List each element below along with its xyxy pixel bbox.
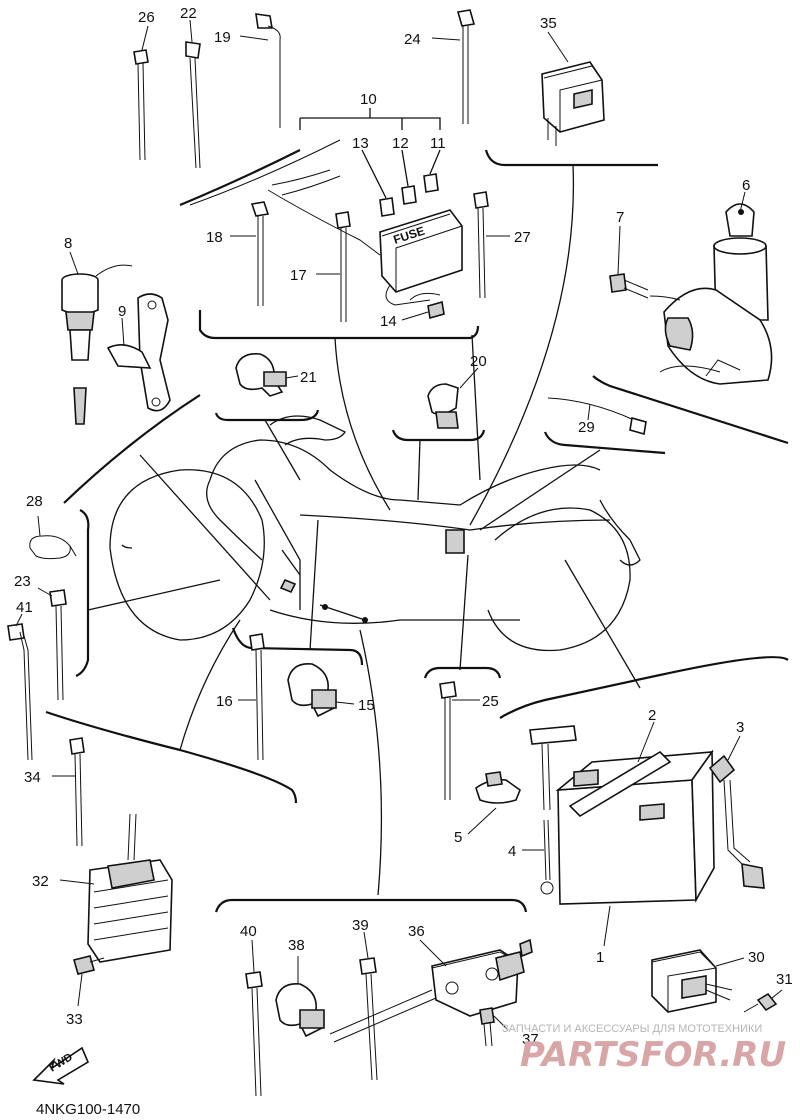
clip-28[interactable]: [29, 535, 77, 560]
callout-1: 1: [596, 949, 604, 966]
callout-3: 3: [736, 719, 744, 736]
diagram-code: 4NKG100-1470: [36, 1101, 140, 1118]
callout-31: 31: [776, 971, 793, 988]
callout-32: 32: [32, 873, 49, 890]
callout-24: 24: [404, 31, 421, 48]
battery-band-2[interactable]: [568, 750, 672, 818]
callout-10: 10: [360, 91, 377, 108]
callout-5: 5: [454, 829, 462, 846]
callout-39: 39: [352, 917, 369, 934]
callout-27: 27: [514, 229, 531, 246]
cable-tie-19[interactable]: [255, 13, 281, 128]
clamp-38[interactable]: [275, 983, 325, 1038]
band-29[interactable]: [547, 397, 647, 436]
callout-29: 29: [578, 419, 595, 436]
callout-28: 28: [26, 493, 43, 510]
callout-4: 4: [508, 843, 516, 860]
cable-tie-17[interactable]: [335, 211, 351, 322]
callout-8: 8: [64, 235, 72, 252]
bracket-9[interactable]: [106, 293, 171, 412]
callout-9: 9: [118, 303, 126, 320]
bolt-7[interactable]: [609, 273, 649, 299]
callout-33: 33: [66, 1011, 83, 1028]
callout-13: 13: [352, 135, 369, 152]
callout-18: 18: [206, 229, 223, 246]
watermark-tagline: ЗАПЧАСТИ И АКСЕССУАРЫ ДЛЯ МОТОТЕХНИКИ: [502, 1023, 762, 1035]
cable-tie-39[interactable]: [359, 957, 378, 1081]
cable-tie-34[interactable]: [69, 737, 85, 847]
callout-17: 17: [290, 267, 307, 284]
callout-19: 19: [214, 29, 231, 46]
fuse-box-assembly[interactable]: FUSE: [189, 108, 463, 320]
bolt-37[interactable]: [479, 1007, 495, 1047]
callout-21: 21: [300, 369, 317, 386]
region-borders: [45, 149, 789, 913]
callout-2: 2: [648, 707, 656, 724]
watermark-logo: PARTSFOR.RU: [520, 1035, 786, 1075]
cable-tie-16[interactable]: [249, 633, 265, 761]
callout-35: 35: [540, 15, 557, 32]
clamp-21[interactable]: [235, 352, 287, 397]
sensor-assembly-36[interactable]: [329, 938, 533, 1043]
starter-relay-30[interactable]: [651, 949, 733, 1013]
callout-numbers: 26 22 19 24 35 10 13 12 11 6 7 8 9 18 17…: [14, 5, 793, 1048]
rectifier-regulator-32[interactable]: [87, 813, 173, 963]
motorcycle-silhouette: [109, 415, 641, 652]
callout-30: 30: [748, 949, 765, 966]
cable-tie-24[interactable]: [456, 9, 476, 124]
callout-leaders: [15, 19, 783, 1031]
sensor-8[interactable]: [61, 264, 133, 425]
cable-tie-41[interactable]: [7, 623, 33, 761]
cable-tie-23[interactable]: [49, 589, 67, 701]
callout-38: 38: [288, 937, 305, 954]
cable-tie-25[interactable]: [439, 681, 457, 800]
watermark: ЗАПЧАСТИ И АКСЕССУАРЫ ДЛЯ МОТОТЕХНИКИ PA…: [502, 1023, 786, 1075]
cable-tie-27[interactable]: [473, 191, 489, 299]
callout-23: 23: [14, 573, 31, 590]
cable-tie-18[interactable]: [250, 201, 270, 306]
callout-14: 14: [380, 313, 397, 330]
callout-16: 16: [216, 693, 233, 710]
callout-41: 41: [16, 599, 33, 616]
callout-22: 22: [180, 5, 197, 22]
clamp-5[interactable]: [475, 771, 521, 804]
relay-35[interactable]: [541, 61, 605, 146]
clamp-20[interactable]: [427, 383, 459, 429]
callout-37: 37: [522, 1031, 539, 1048]
forward-arrow: FWD: [32, 1046, 90, 1085]
callout-15: 15: [358, 697, 375, 714]
bolt-31[interactable]: [743, 992, 778, 1013]
screw-33[interactable]: [73, 955, 105, 975]
region-leaders: [87, 164, 641, 896]
cable-tie-26[interactable]: [133, 49, 149, 161]
callout-34: 34: [24, 769, 41, 786]
callout-40: 40: [240, 923, 257, 940]
callout-7: 7: [616, 209, 624, 226]
lead-4[interactable]: [529, 725, 577, 895]
callout-11: 11: [430, 135, 446, 152]
cable-tie-22[interactable]: [185, 41, 201, 169]
callout-20: 20: [470, 353, 487, 370]
cable-tie-40[interactable]: [245, 971, 263, 1097]
cable-3[interactable]: [708, 754, 765, 889]
callout-6: 6: [742, 177, 750, 194]
callout-25: 25: [482, 693, 499, 710]
callout-36: 36: [408, 923, 425, 940]
callout-12: 12: [392, 135, 409, 152]
clamp-15[interactable]: [287, 663, 337, 718]
callout-26: 26: [138, 9, 155, 26]
main-switch-6[interactable]: [649, 203, 773, 385]
